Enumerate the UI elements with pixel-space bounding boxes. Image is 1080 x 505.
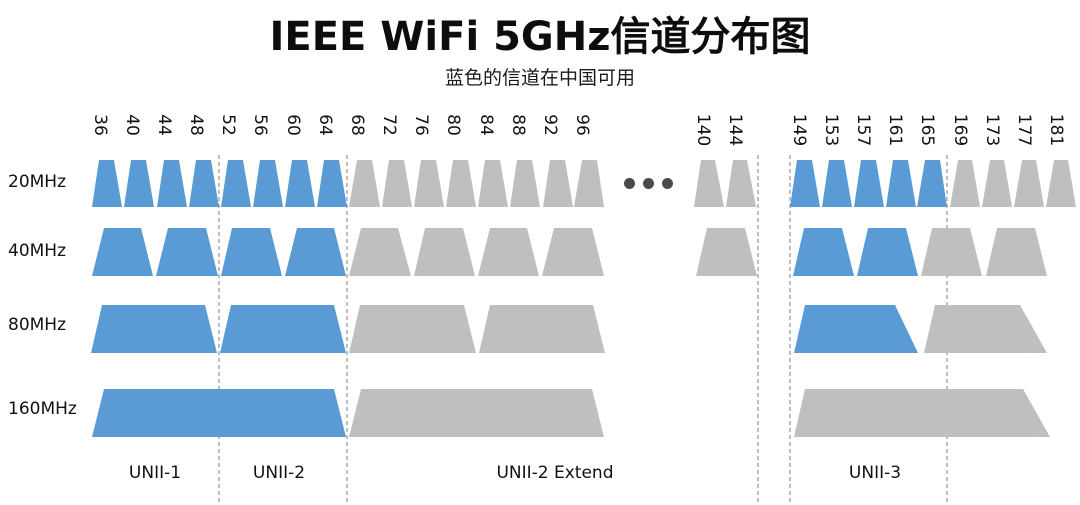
channel-block-68-80 — [349, 305, 476, 353]
band-label-unii1: UNII-1 — [128, 463, 182, 483]
channel-block-149-177 — [794, 389, 1034, 437]
row-160mhz — [92, 389, 1034, 437]
channel-block-60-64 — [285, 228, 346, 276]
channel-block-92-96 — [542, 228, 604, 276]
channel-block-157 — [854, 160, 884, 207]
page-subtitle: 蓝色的信道在中国可用 — [444, 67, 635, 89]
channel-block-88 — [510, 160, 540, 207]
channel-block-76 — [414, 160, 444, 207]
channel-block-60 — [285, 160, 315, 207]
channel-block-56 — [253, 160, 283, 207]
channel-block-140 — [694, 160, 724, 207]
channel-block-173 — [982, 160, 1012, 207]
channel-block-96 — [574, 160, 604, 207]
channel-block-165 — [917, 160, 947, 207]
channel-block-64 — [317, 160, 347, 207]
channel-block-149-161 — [794, 305, 907, 353]
channel-block-149-153 — [793, 228, 854, 276]
ellipsis-dot — [643, 178, 654, 189]
channel-block-52-56 — [221, 228, 282, 276]
ellipsis-dot — [662, 178, 673, 189]
channel-block-36 — [92, 160, 122, 207]
channel-block-68-72 — [349, 228, 411, 276]
channel-block-144 — [726, 160, 756, 207]
channel-block-36-64 — [92, 389, 346, 437]
channel-block-177 — [1014, 160, 1044, 207]
channel-block-40 — [124, 160, 154, 207]
row-20mhz — [92, 160, 1076, 207]
channel-block-165-169 — [921, 228, 982, 276]
channel-block-44-48 — [156, 228, 218, 276]
channel-block-80 — [446, 160, 476, 207]
channel-block-84-88 — [478, 228, 539, 276]
channel-block-52 — [221, 160, 251, 207]
channel-block-173-177 — [986, 228, 1047, 276]
row-label-20mhz: 20MHz — [8, 172, 67, 192]
channel-block-36-48 — [91, 305, 217, 353]
channel-block-52-64 — [220, 305, 346, 353]
channel-block-44 — [157, 160, 187, 207]
channel-block-153 — [822, 160, 852, 207]
ellipsis-dot — [624, 178, 635, 189]
row-label-160mhz: 160MHz — [8, 399, 77, 419]
channel-block-76-80 — [414, 228, 475, 276]
page-title: IEEE WiFi 5GHz信道分布图 — [269, 14, 811, 60]
channel-block-149 — [790, 160, 820, 207]
ellipsis-icon — [624, 178, 674, 190]
channel-block-68-96 — [349, 389, 604, 437]
channel-block-140-144 — [696, 228, 757, 276]
channel-block-157-161 — [857, 228, 918, 276]
channel-block-36-40 — [92, 228, 153, 276]
channel-block-181 — [1046, 160, 1076, 207]
channel-block-169 — [950, 160, 980, 207]
row-40mhz — [92, 228, 1047, 276]
channel-block-165-177 — [924, 305, 1032, 353]
band-label-unii3: UNII-3 — [848, 463, 902, 483]
channel-block-84 — [478, 160, 508, 207]
channel-block-48 — [189, 160, 219, 207]
channel-block-92 — [543, 160, 573, 207]
channel-block-72 — [382, 160, 412, 207]
channel-block-68 — [349, 160, 380, 207]
row-label-40mhz: 40MHz — [8, 241, 67, 261]
band-label-unii2e: UNII-2 Extend — [496, 463, 614, 483]
row-label-80mhz: 80MHz — [8, 315, 67, 335]
channel-block-84-96 — [479, 305, 605, 353]
row-80mhz — [91, 305, 1032, 353]
channel-block-161 — [886, 160, 916, 207]
band-label-unii2: UNII-2 — [252, 463, 306, 483]
